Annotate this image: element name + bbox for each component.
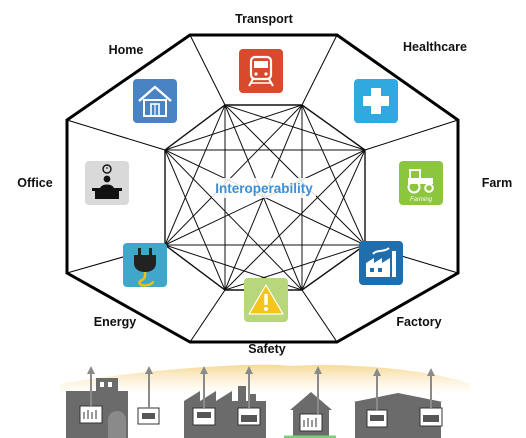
office-desk-icon <box>85 161 129 205</box>
label-office: Office <box>17 176 52 190</box>
center-label: Interoperability <box>215 181 313 196</box>
train-icon <box>239 49 283 93</box>
factory-icon <box>359 241 403 285</box>
sector-dividers <box>66 34 459 343</box>
label-healthcare: Healthcare <box>403 40 467 54</box>
upward-arrows <box>87 366 435 414</box>
label-transport: Transport <box>235 12 293 26</box>
farm-sublabel: Farming <box>410 197 433 203</box>
label-safety: Safety <box>248 342 286 356</box>
label-factory: Factory <box>396 315 441 329</box>
plug-icon <box>123 243 167 287</box>
label-farm: Farm <box>482 176 513 190</box>
tractor-icon: Farming <box>399 161 443 205</box>
label-energy: Energy <box>94 315 136 329</box>
label-home: Home <box>109 43 144 57</box>
house-icon <box>133 79 177 123</box>
medical-cross-icon <box>354 79 398 123</box>
signal-glow <box>60 364 470 395</box>
warning-icon <box>244 278 288 322</box>
